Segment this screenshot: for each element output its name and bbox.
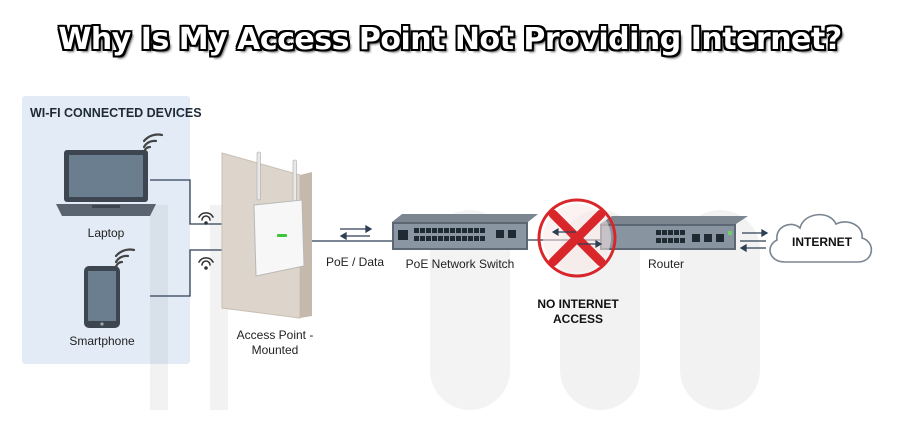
laptop-wifi-icon	[142, 133, 164, 155]
smartphone-wifi-icon	[114, 248, 136, 270]
poe-switch-icon	[392, 214, 538, 250]
panel-title: WI-FI CONNECTED DEVICES	[30, 106, 202, 120]
double-arrow-1	[339, 224, 373, 241]
internet-cloud-icon	[769, 213, 873, 263]
blocked-arrows	[551, 227, 603, 249]
poe-data-label: PoE / Data	[325, 255, 385, 269]
access-point-icon	[253, 151, 305, 277]
wifi-icon-lower	[198, 257, 214, 270]
smartphone-label: Smartphone	[69, 334, 135, 348]
laptop-label: Laptop	[87, 226, 125, 240]
router-label: Router	[647, 257, 685, 271]
access-point-label-line2: Mounted	[251, 343, 299, 357]
device-links	[150, 179, 226, 297]
router-icon	[600, 216, 748, 250]
wifi-icon-upper	[198, 212, 214, 225]
no-internet-label-line1: NO INTERNET	[537, 297, 619, 311]
access-point-label-line1: Access Point -	[236, 328, 314, 342]
no-access-icon	[537, 198, 617, 278]
page-title: Why Is My Access Point Not Providing Int…	[58, 22, 842, 57]
smartphone-icon	[84, 266, 120, 328]
switch-label: PoE Network Switch	[405, 257, 515, 271]
internet-label: INTERNET	[792, 235, 852, 249]
laptop-icon	[56, 150, 156, 216]
double-arrow-2	[739, 228, 769, 253]
no-internet-label-line2: ACCESS	[552, 312, 603, 326]
